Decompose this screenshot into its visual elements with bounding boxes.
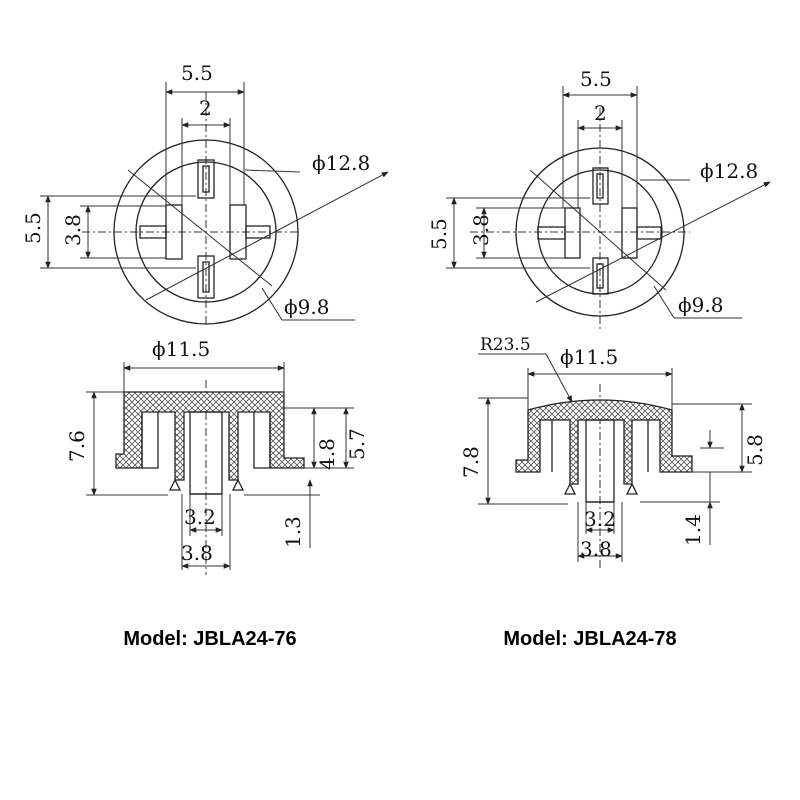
outer-circle	[113, 139, 299, 325]
dim-top-diameter: ϕ11.5	[560, 345, 618, 369]
dim-skirt-height: 5.7	[345, 428, 369, 460]
dim-diameter-inner: ϕ9.8	[284, 295, 329, 319]
dim-height-inner: 3.8	[61, 214, 85, 246]
dim-diameter-inner: ϕ9.8	[678, 293, 723, 317]
dim-height-inner: 3.8	[469, 214, 493, 246]
dim-bore-outer: 3.8	[580, 537, 612, 561]
dim-width-inner: 2	[594, 101, 607, 125]
drawing-left: 5.5 2 5.5 3.8 ϕ12.8 ϕ9.8 ϕ11.5 7.6 4.8 5…	[21, 61, 389, 575]
side-view-right	[478, 353, 752, 570]
dim-top-diameter: ϕ11.5	[152, 337, 210, 361]
dim-dome-radius: R23.5	[480, 335, 531, 355]
model-label-left: Model: JBLA24-76	[123, 628, 297, 650]
inner-circle	[135, 161, 277, 303]
dim-total-height: 7.6	[65, 430, 89, 462]
dim-bore-outer: 3.8	[181, 541, 213, 565]
dim-total-height: 7.8	[459, 446, 483, 478]
dim-stem-below: 1.3	[281, 516, 305, 548]
dim-stem-below: 1.4	[681, 514, 705, 546]
dim-width-outer: 5.5	[181, 61, 213, 85]
side-view-left	[86, 362, 354, 575]
dim-width-inner: 2	[199, 96, 212, 120]
dim-bore-inner: 3.2	[584, 507, 616, 531]
dim-bore-inner: 3.2	[184, 505, 216, 529]
drawing-right: 5.5 2 5.5 3.8 ϕ12.8 ϕ9.8 R23.5 ϕ11.5 7.8…	[427, 67, 771, 570]
top-view-left	[40, 82, 389, 325]
model-label-right: Model: JBLA24-78	[503, 628, 677, 650]
dim-diameter-outer: ϕ12.8	[700, 159, 758, 183]
outer-circle	[515, 147, 685, 317]
top-view-right	[446, 86, 771, 330]
dim-height-outer: 5.5	[21, 212, 45, 244]
dim-skirt-height: 5.8	[743, 434, 767, 466]
dim-body-height: 4.8	[315, 438, 339, 470]
dim-width-outer: 5.5	[580, 67, 612, 91]
dim-diameter-outer: ϕ12.8	[312, 151, 370, 175]
dim-height-outer: 5.5	[427, 218, 451, 250]
